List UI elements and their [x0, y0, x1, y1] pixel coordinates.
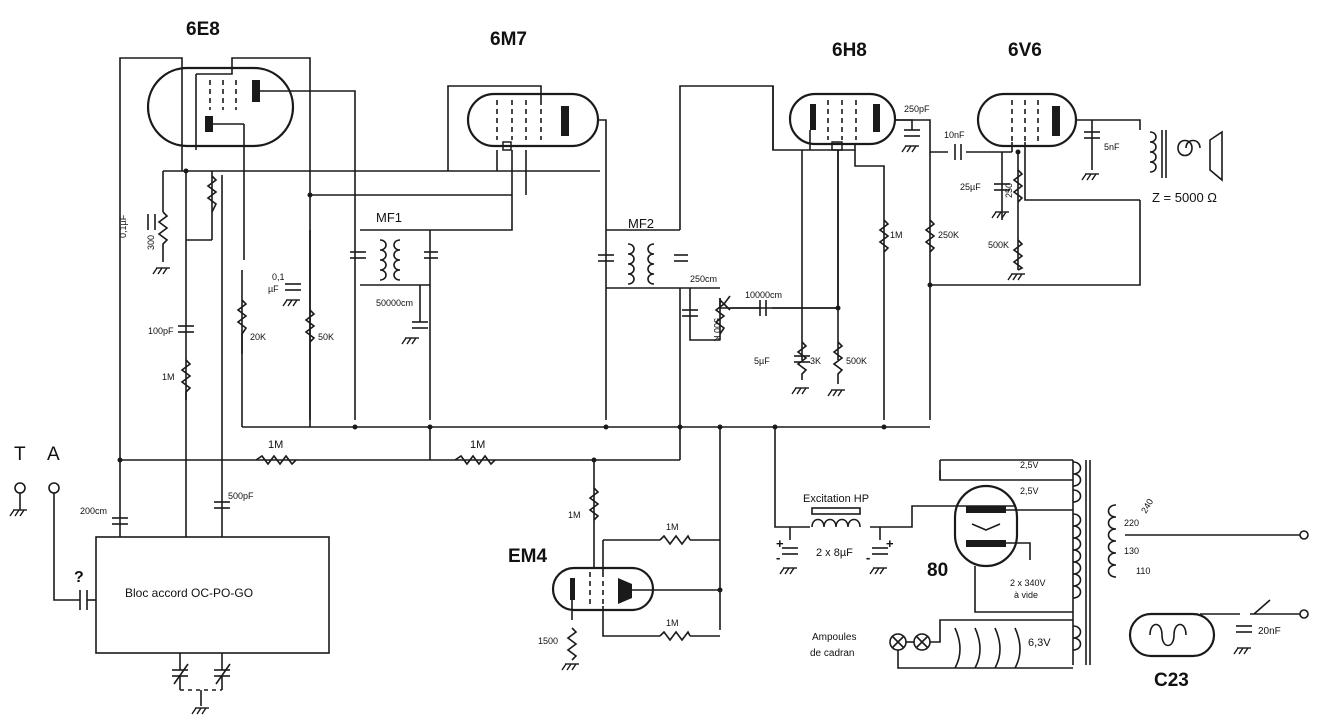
tuner-variable-caps [172, 653, 231, 706]
label-c-2x8uf: 2 x 8µF [816, 547, 853, 559]
label-v-63: 6,3V [1028, 637, 1051, 649]
tube-label-6v6: 6V6 [1008, 40, 1042, 61]
resistors [157, 169, 1024, 661]
label-r-1m-d: 1M [890, 230, 903, 240]
tube-6h8 [788, 92, 897, 151]
label-r-50k: 50K [318, 332, 334, 342]
label-plus-b: + [886, 536, 894, 551]
label-tap-130: 130 [1124, 546, 1139, 556]
label-c-250cm: 250cm [690, 274, 717, 284]
terminal-label-a: A [47, 444, 60, 465]
capacitors [112, 129, 1252, 633]
impedance-label: Z = 5000 Ω [1152, 190, 1217, 205]
junction-dots [117, 149, 1021, 593]
tube-label-6h8: 6H8 [832, 40, 867, 61]
tube-6v6 [976, 92, 1078, 148]
tuner-block-label: Bloc accord OC-PO-GO [125, 586, 253, 600]
label-tap-220: 220 [1124, 518, 1139, 528]
tube-6m7 [466, 92, 600, 151]
excitation-label: Excitation HP [803, 493, 869, 505]
terminal-a-node [48, 482, 60, 494]
tube-label-6e8: 6E8 [186, 19, 220, 40]
mf2-label: MF2 [628, 216, 654, 231]
label-v-340-1: 2 x 340V [1010, 578, 1046, 588]
label-r-1m-em4b: 1M [666, 522, 679, 532]
tube-c23-lamp [1128, 612, 1216, 658]
tube-em4 [551, 566, 655, 612]
label-v-25b: 2,5V [1020, 486, 1039, 496]
label-c-20nf: 20nF [1258, 626, 1281, 637]
pot-wiper-icon [722, 295, 731, 311]
label-c-25uf: 25µF [960, 182, 981, 192]
label-c-01uf-b: 0,1 [272, 272, 285, 282]
tuner-block [95, 536, 330, 654]
label-minus-a: - [776, 550, 780, 565]
label-c-250pf: 250pF [904, 104, 930, 114]
dial-lamps [889, 619, 1073, 669]
label-tap-110: 110 [1136, 566, 1150, 576]
unknown-cap-label: ? [74, 569, 84, 586]
label-c-500pf: 500pF [228, 491, 254, 501]
label-r-1m-em4c: 1M [666, 618, 679, 628]
label-c-200cm: 200cm [80, 506, 107, 516]
label-c-10000: 10000cm [745, 290, 782, 300]
label-r-500k-pot: 500 K [712, 318, 722, 342]
label-r-250: 250 [1004, 183, 1014, 198]
power-switch-icon [1253, 599, 1271, 615]
label-minus-b: - [866, 550, 870, 565]
label-c-50000: 50000cm [376, 298, 413, 308]
label-plus-a: + [776, 536, 784, 551]
label-v-340-2: à vide [1014, 590, 1038, 600]
component-labels: 0,1µF 300 0,1 µF 20K 50K 100pF 1M 50000c… [80, 104, 1281, 649]
tube-6e8 [146, 62, 295, 148]
tube-80-rectifier [953, 484, 1019, 568]
mains-terminal-1 [1299, 530, 1309, 540]
label-r-1m-b: 1M [268, 439, 283, 451]
terminal-label-t: T [14, 444, 26, 465]
tube-label-80: 80 [927, 560, 948, 581]
label-tap-240: 240 [1139, 497, 1155, 515]
tube-label-em4: EM4 [508, 546, 548, 567]
label-v-25a: 2,5V [1020, 460, 1039, 470]
label-r-3k: 3K [810, 356, 821, 366]
label-r-1500: 1500 [538, 636, 558, 646]
label-r-500k-a: 500K [846, 356, 867, 366]
lamps-label-1: Ampoules [812, 632, 856, 643]
label-r-300: 300 [146, 235, 156, 250]
label-c-01uf-b2: µF [268, 284, 279, 294]
label-r-20k: 20K [250, 332, 266, 342]
coils [379, 130, 1223, 651]
label-c-01uf: 0,1µF [118, 214, 128, 238]
label-r-250k: 250K [938, 230, 959, 240]
wiring [119, 57, 1300, 665]
label-r-1m-em4: 1M [568, 510, 581, 520]
tube-label-6m7: 6M7 [490, 29, 527, 50]
mf1-label: MF1 [376, 210, 402, 225]
tube-label-c23: C23 [1154, 670, 1189, 691]
terminal-t-node [14, 482, 26, 494]
label-c-5nf: 5nF [1104, 142, 1120, 152]
label-c-5uf: 5µF [754, 356, 770, 366]
label-c-10nf: 10nF [944, 130, 965, 140]
label-c-100pf: 100pF [148, 326, 174, 336]
mains-terminal-2 [1299, 609, 1309, 619]
label-r-500k-b: 500K [988, 240, 1009, 250]
label-r-1m-a: 1M [162, 372, 175, 382]
ground-symbols [9, 145, 1251, 715]
lamps-label-2: de cadran [810, 648, 854, 659]
label-r-1m-c: 1M [470, 439, 485, 451]
